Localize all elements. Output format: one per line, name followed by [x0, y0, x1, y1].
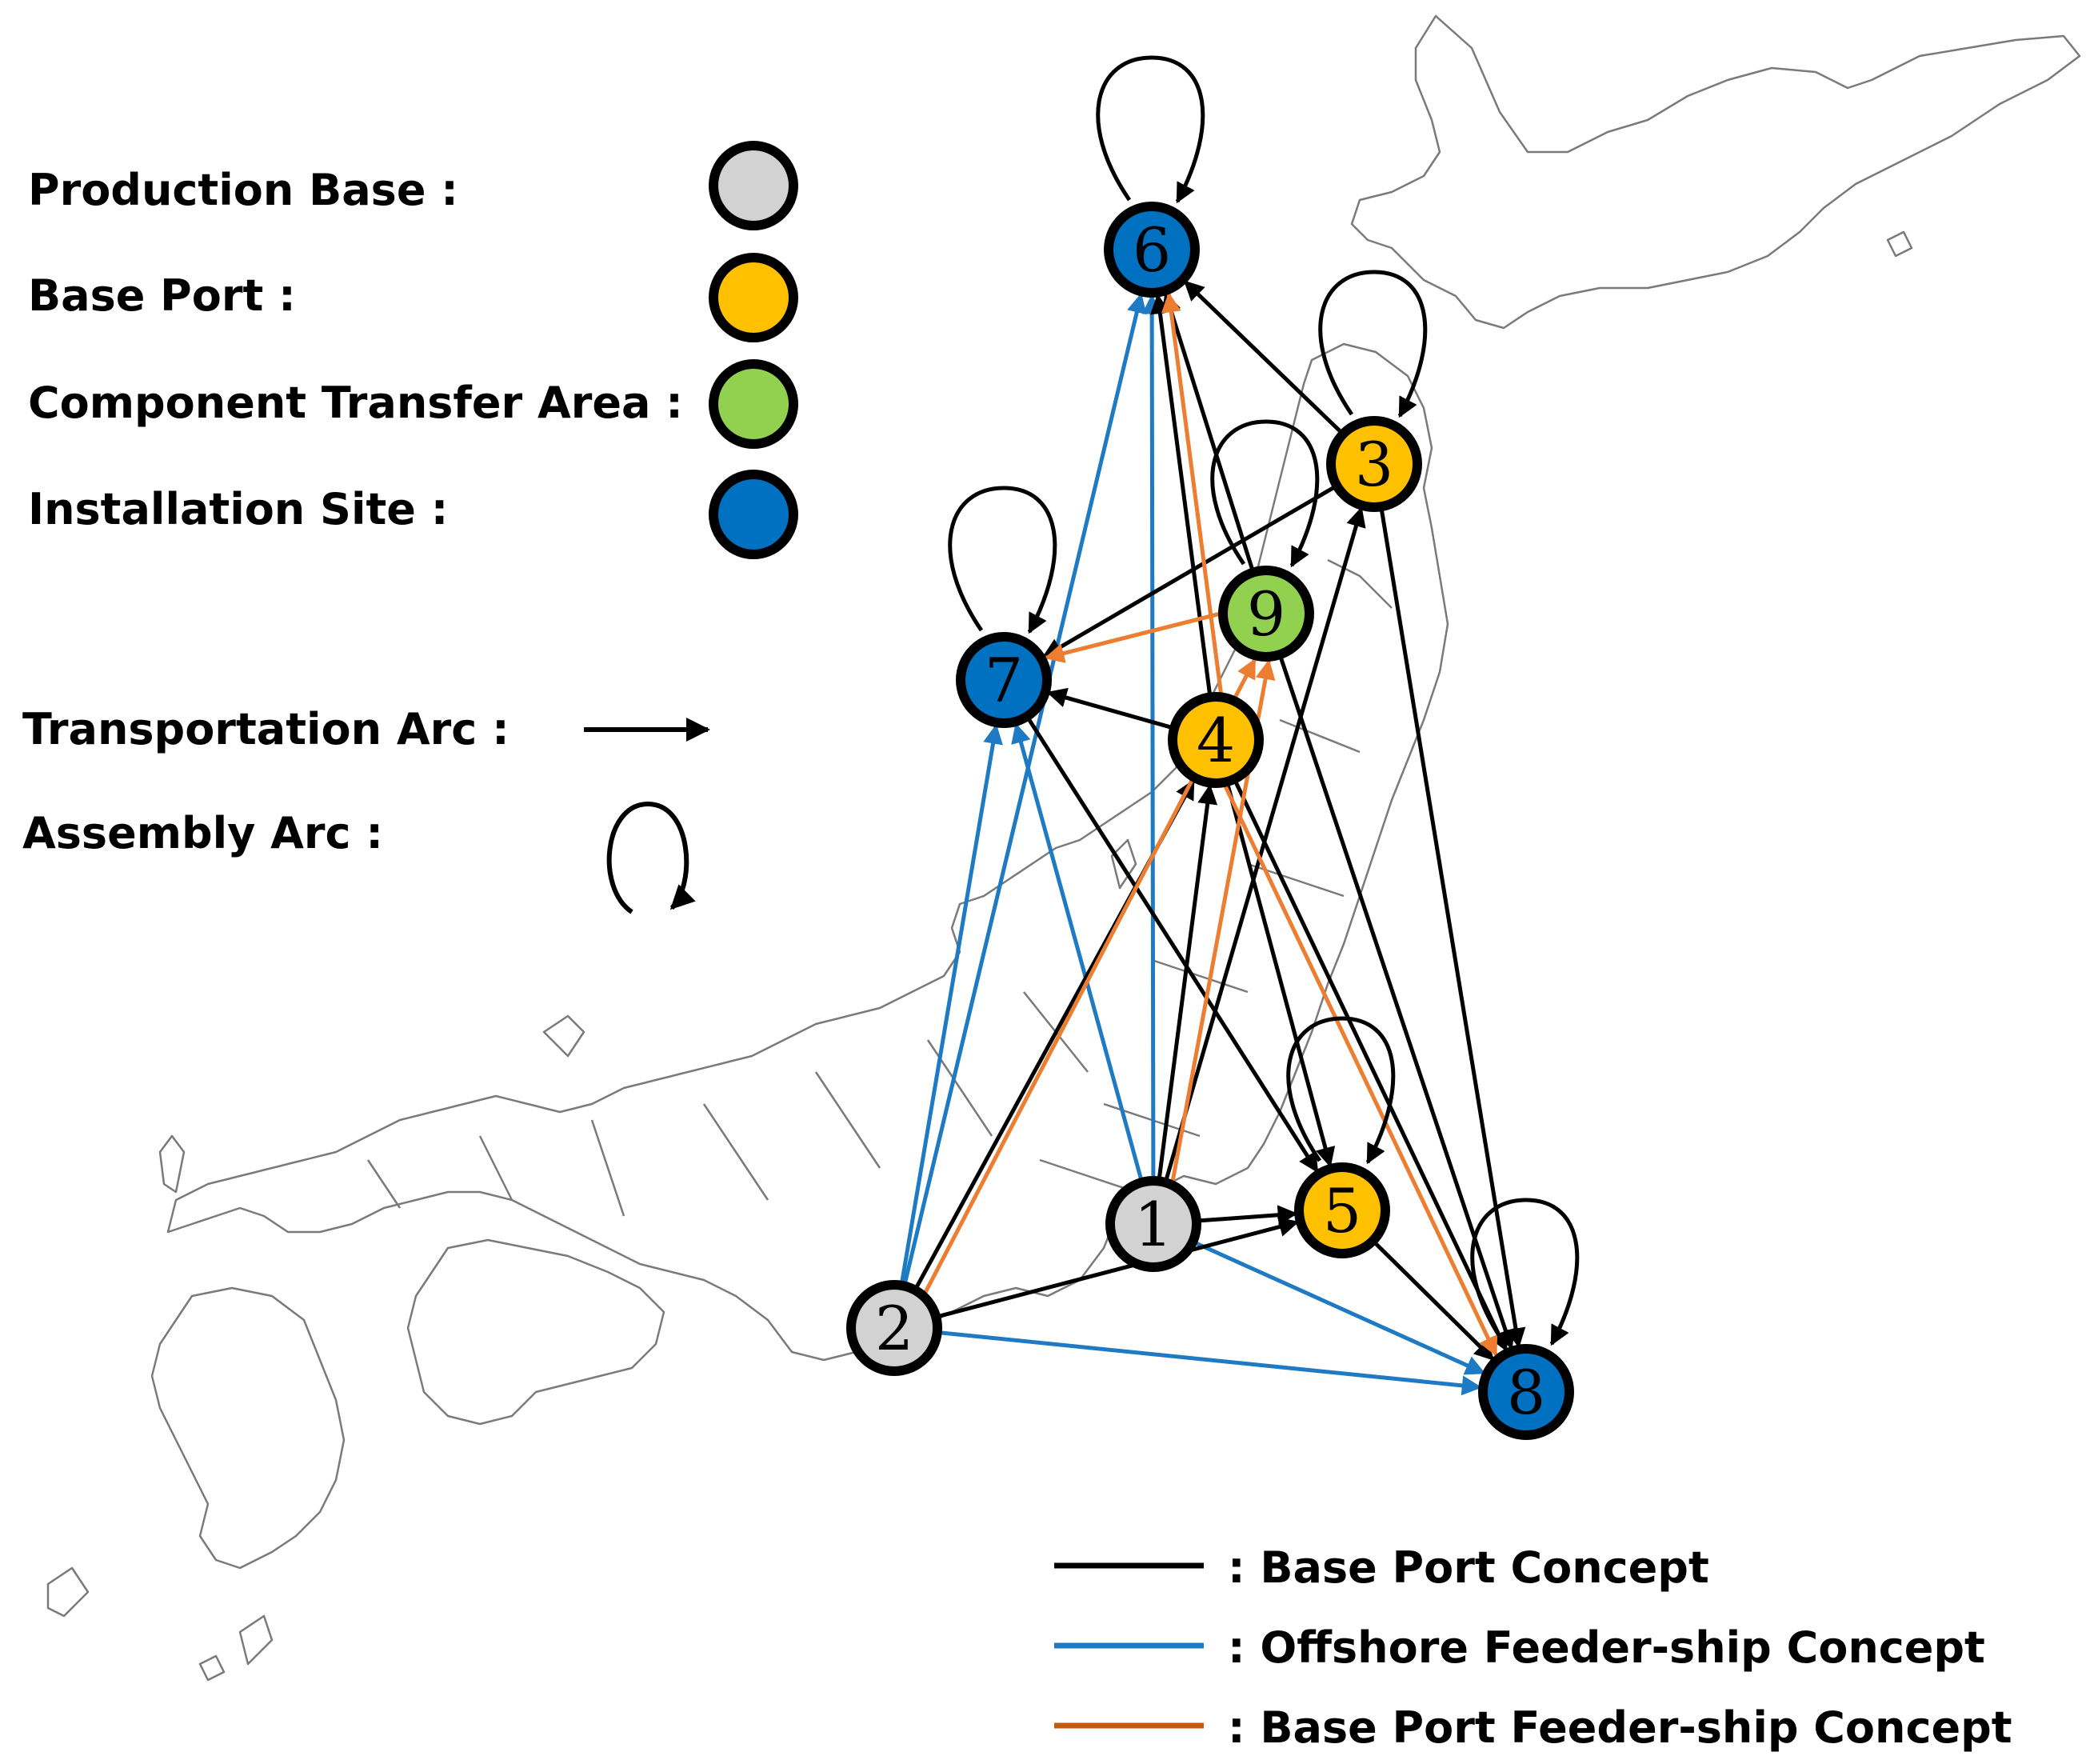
node-6: 6 — [1104, 202, 1200, 298]
legend-offshore-feeder-ship-concept-label: : Offshore Feeder-ship Concept — [1228, 1622, 1985, 1673]
node-7: 7 — [956, 632, 1052, 728]
legend-base-port-swatch — [709, 253, 798, 342]
node-4-label: 4 — [1197, 705, 1235, 776]
arc-7-to-5 — [1022, 711, 1319, 1174]
arc-3-to-7 — [1041, 482, 1342, 658]
node-9-circle — [1218, 566, 1314, 662]
assembly-arc-6 — [1096, 55, 1205, 204]
map-island-yakushima — [198, 1654, 226, 1682]
node-type-legend: Production Base : Base Port : Component … — [28, 141, 798, 559]
arc-4-to-7 — [1046, 687, 1180, 732]
node-8-circle — [1478, 1344, 1574, 1440]
legend-base-port-label: Base Port : — [28, 270, 296, 321]
legend-assembly-arc-label: Assembly Arc : — [22, 808, 383, 858]
map-island-oki — [542, 1014, 585, 1058]
arc-4-to-8 — [1220, 778, 1498, 1357]
assembly-arc-3 — [1318, 270, 1428, 418]
legend-installation-site-label: Installation Site : — [28, 484, 448, 534]
arc-9-to-7 — [1044, 610, 1227, 663]
node-4-circle — [1168, 692, 1264, 788]
node-5: 5 — [1294, 1162, 1390, 1258]
network-nodes: 1 2 3 4 5 6 7 8 9 — [846, 202, 1574, 1440]
node-2-circle — [846, 1280, 942, 1376]
node-4: 4 — [1168, 692, 1264, 788]
assembly-arc-5 — [1286, 1016, 1396, 1165]
arc-4-to-8 — [1230, 774, 1509, 1352]
map-island-sado — [1110, 838, 1137, 890]
arc-3-to-6 — [1183, 280, 1349, 439]
arc-type-legend: Transportation Arc : Assembly Arc : — [22, 704, 710, 914]
legend-component-transfer-area-swatch — [709, 359, 798, 449]
map-island-goto — [46, 1566, 90, 1618]
arc-1-to-6 — [1141, 294, 1162, 1186]
map-island-tsushima — [158, 1134, 186, 1194]
legend-base-port-concept-label: : Base Port Concept — [1228, 1542, 1709, 1593]
assembly-arc-7 — [948, 486, 1057, 634]
node-7-circle — [956, 632, 1052, 728]
arc-4-to-5 — [1224, 776, 1336, 1168]
arc-1-to-5 — [1191, 1205, 1298, 1226]
arc-9-to-8 — [1276, 649, 1516, 1350]
node-8: 8 — [1478, 1344, 1574, 1440]
node-6-circle — [1104, 202, 1200, 298]
map-honshu — [166, 342, 1449, 1362]
arc-4-to-6 — [1161, 292, 1225, 701]
node-8-label: 8 — [1507, 1357, 1545, 1428]
transportation-arcs — [898, 280, 1526, 1396]
map-shikoku — [406, 1238, 665, 1426]
assembly-arc-9 — [1210, 419, 1320, 568]
legend-assembly-arc-loop — [606, 801, 696, 914]
node-3: 3 — [1326, 416, 1422, 512]
legend-transportation-arc-label: Transportation Arc : — [22, 704, 510, 754]
arc-2-to-6 — [901, 292, 1147, 1291]
arc-5-to-8 — [1368, 1235, 1495, 1362]
node-9: 9 — [1218, 566, 1314, 662]
arc-3-to-8 — [1378, 501, 1526, 1349]
legend-production-base-swatch — [709, 141, 798, 230]
node-1: 1 — [1105, 1176, 1201, 1272]
node-3-label: 3 — [1355, 429, 1393, 500]
map-island-hokkaido-east — [1886, 230, 1913, 258]
map-inner-borders — [366, 558, 1393, 1217]
arc-2-to-8 — [932, 1330, 1482, 1396]
arc-1-to-8 — [1187, 1238, 1486, 1375]
arc-1-to-7 — [1011, 722, 1145, 1188]
node-6-label: 6 — [1133, 214, 1171, 286]
legend-component-transfer-area-label: Component Transfer Area : — [28, 378, 683, 428]
node-9-label: 9 — [1247, 578, 1285, 650]
node-2: 2 — [846, 1280, 942, 1376]
map-kyushu — [150, 1286, 346, 1570]
arc-2-to-5 — [930, 1217, 1300, 1321]
arc-4-to-6 — [1150, 294, 1213, 702]
legend-installation-site-swatch — [709, 470, 798, 559]
arc-2-to-7 — [898, 723, 1003, 1291]
arc-1-to-4 — [1156, 784, 1218, 1186]
concept-legend: : Base Port Concept : Offshore Feeder-sh… — [1054, 1542, 2012, 1753]
node-3-circle — [1326, 416, 1422, 512]
arc-9-to-6 — [1161, 291, 1257, 578]
node-5-circle — [1294, 1162, 1390, 1258]
legend-production-base-label: Production Base : — [28, 165, 458, 215]
arc-1-to-3 — [1161, 506, 1366, 1188]
assembly-arcs — [948, 55, 1580, 1346]
legend-base-port-feeder-ship-concept-label: : Base Port Feeder-ship Concept — [1228, 1702, 2012, 1753]
node-7-label: 7 — [985, 645, 1023, 716]
node-5-label: 5 — [1323, 1175, 1361, 1246]
map-hokkaido — [1350, 14, 2081, 330]
node-1-circle — [1105, 1176, 1201, 1272]
node-2-label: 2 — [875, 1293, 913, 1364]
assembly-arc-8 — [1470, 1198, 1580, 1346]
node-1-label: 1 — [1134, 1189, 1173, 1260]
map-island-tanegashima — [238, 1614, 274, 1666]
